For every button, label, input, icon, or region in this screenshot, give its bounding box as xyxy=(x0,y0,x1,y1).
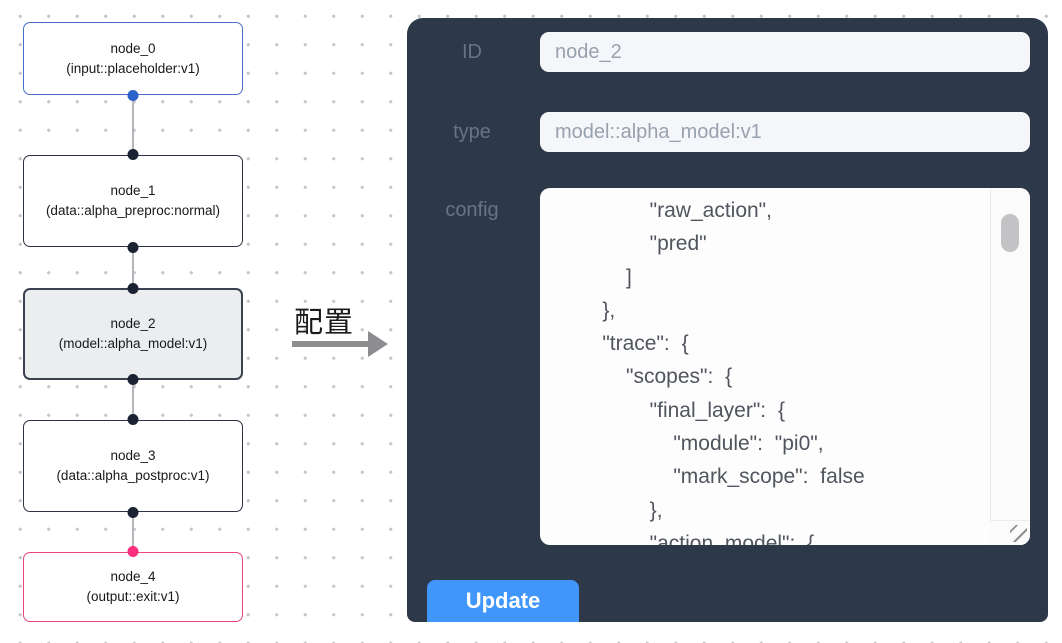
vertical-scrollbar[interactable] xyxy=(990,188,1030,545)
config-field-label: config xyxy=(445,199,499,221)
node-subtitle: (input::placeholder:v1) xyxy=(66,60,200,76)
config-json-text: "raw_action", "pred" ] }, "trace": { "sc… xyxy=(602,199,865,545)
edge-node1-node2 xyxy=(132,248,134,288)
flow-node-node_1[interactable]: node_1 (data::alpha_preproc:normal) xyxy=(23,149,243,253)
config-textarea[interactable]: "raw_action", "pred" ] }, "trace": { "sc… xyxy=(540,188,1030,545)
edge-node2-node3 xyxy=(132,381,134,420)
target-handle-icon[interactable] xyxy=(127,149,139,160)
node-title: node_0 xyxy=(110,40,156,56)
config-panel: ID type config "raw_action", "pred" ] },… xyxy=(407,18,1048,622)
flow-node-node_2[interactable]: node_2 (model::alpha_model:v1) xyxy=(23,283,243,385)
arrow-right-icon xyxy=(292,341,370,347)
node-subtitle: (data::alpha_postproc:v1) xyxy=(56,468,210,483)
target-handle-icon[interactable] xyxy=(127,283,139,294)
config-annotation-label: 配置 xyxy=(294,307,355,339)
node-title: node_3 xyxy=(110,448,156,463)
node-title: node_2 xyxy=(110,316,156,331)
update-button[interactable]: Update xyxy=(427,580,579,622)
node-subtitle: (output::exit:v1) xyxy=(86,589,180,604)
source-handle-icon[interactable] xyxy=(127,507,139,518)
node-title: node_4 xyxy=(110,569,156,584)
node-subtitle: (model::alpha_model:v1) xyxy=(58,336,208,351)
flow-node-node_3[interactable]: node_3 (data::alpha_postproc:v1) xyxy=(23,414,243,518)
target-handle-icon[interactable] xyxy=(127,546,139,557)
edge-node0-node1 xyxy=(132,95,134,155)
type-input[interactable] xyxy=(540,112,1030,152)
node-title: node_1 xyxy=(110,183,156,198)
resize-grip-icon[interactable] xyxy=(1010,525,1027,542)
scrollbar-corner xyxy=(990,520,1030,545)
edge-node3-node4 xyxy=(132,513,134,552)
arrow-right-icon xyxy=(368,331,388,357)
flow-node-node_4[interactable]: node_4 (output::exit:v1) xyxy=(23,546,243,622)
id-input[interactable] xyxy=(540,32,1030,72)
type-field-label: type xyxy=(453,121,491,143)
node-subtitle: (data::alpha_preproc:normal) xyxy=(45,203,221,218)
source-handle-icon[interactable] xyxy=(127,242,139,253)
target-handle-icon[interactable] xyxy=(127,414,139,425)
flow-node-node_0[interactable]: node_0 (input::placeholder:v1) xyxy=(23,22,243,101)
source-handle-icon[interactable] xyxy=(127,374,139,385)
source-handle-icon[interactable] xyxy=(127,90,139,101)
scrollbar-thumb[interactable] xyxy=(1001,214,1019,252)
id-field-label: ID xyxy=(462,41,482,63)
